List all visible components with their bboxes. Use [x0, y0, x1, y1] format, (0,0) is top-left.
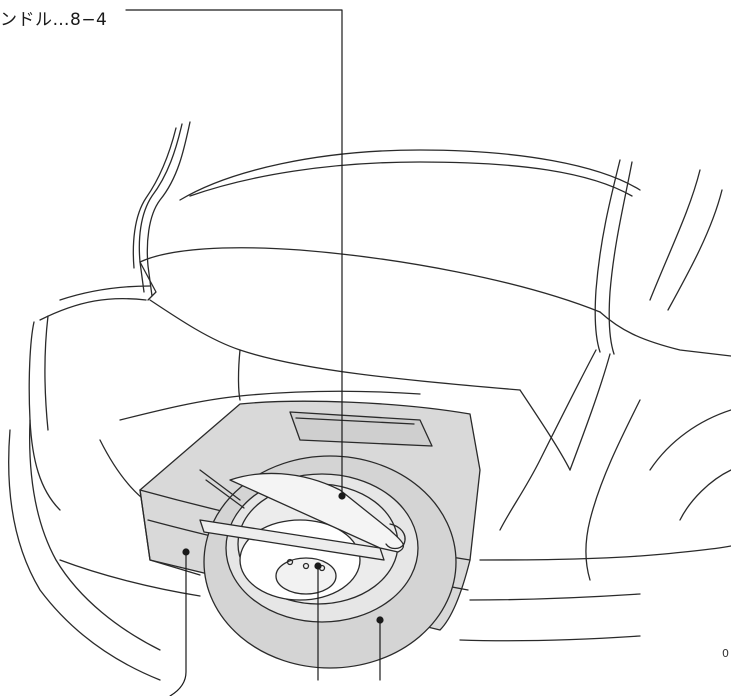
leader-line-tray	[169, 551, 187, 697]
leader-dot-jack-handle	[338, 492, 346, 500]
leader-dot-tray	[182, 548, 190, 556]
callout-leaders	[125, 9, 384, 697]
figure-code: 0	[722, 647, 729, 660]
leader-line-jack-handle	[125, 9, 343, 497]
leader-dot-jack	[314, 562, 322, 570]
callout-label-jack-handle: ンドル…8−4	[0, 10, 108, 30]
jack-handle	[199, 469, 406, 561]
car-body	[8, 121, 731, 681]
leader-dot-tire	[376, 616, 384, 624]
